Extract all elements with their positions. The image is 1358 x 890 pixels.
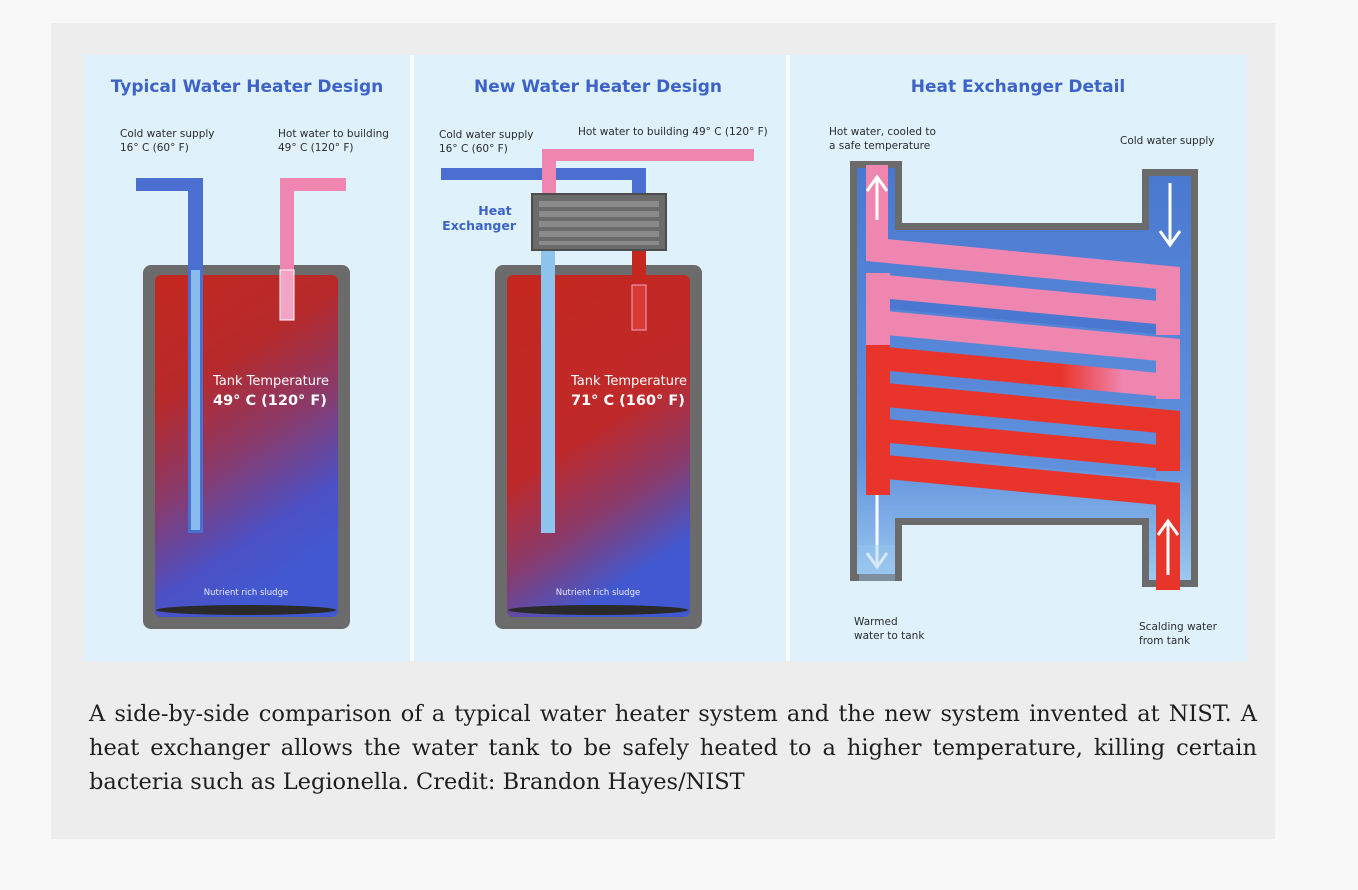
new-heat-exchanger [531,193,667,251]
new-tank-temp-label: Tank Temperature [570,374,687,389]
detail-cold-supply-label: Cold water supply [1120,135,1215,147]
new-tank: Nutrient rich sludge Tank Temperature 71… [495,265,702,629]
new-sludge-label: Nutrient rich sludge [556,588,640,598]
typical-hot-building-label: Hot water to building 49° C (120° F) [278,128,392,154]
panel-typical-title: Typical Water Heater Design [111,77,384,97]
typical-cold-supply-label: Cold water supply 16° C (60° F) [120,128,218,154]
figure-image: Typical Water Heater Design Cold water s… [84,55,1247,661]
heat-exchanger-label: Heat Exchanger [442,203,517,233]
scalding-label: Scalding water from tank [1139,621,1220,647]
typical-tank-temp-label: Tank Temperature [212,374,329,389]
new-cold-supply-label: Cold water supply 16° C (60° F) [439,129,537,155]
hot-cooled-label: Hot water, cooled to a safe temperature [829,126,939,152]
panel-detail: Heat Exchanger Detail Hot water, cooled … [790,55,1247,661]
typical-sludge-label: Nutrient rich sludge [204,588,288,598]
new-tank-temp-value: 71° C (160° F) [571,393,685,409]
panel-detail-title: Heat Exchanger Detail [911,77,1126,97]
panel-new: New Water Heater Design Cold water suppl… [414,55,786,661]
new-sludge [508,605,688,615]
typical-hot-pipe [279,178,346,321]
panel-new-title: New Water Heater Design [474,77,722,97]
hx-arrows [865,174,1182,575]
typical-cold-pipe [136,178,203,533]
typical-tank: Nutrient rich sludge Tank Temperature 49… [143,265,350,629]
typical-tank-temp-value: 49° C (120° F) [213,393,327,409]
warmed-label: Warmed water to tank [854,616,925,642]
typical-sludge [156,605,336,615]
new-hot-pipe [542,149,754,331]
panel-typical: Typical Water Heater Design Cold water s… [84,55,410,661]
figure-card: Typical Water Heater Design Cold water s… [51,23,1275,839]
new-hot-building-label: Hot water to building 49° C (120° F) [578,126,768,138]
figure-caption: A side-by-side comparison of a typical w… [89,701,1257,795]
